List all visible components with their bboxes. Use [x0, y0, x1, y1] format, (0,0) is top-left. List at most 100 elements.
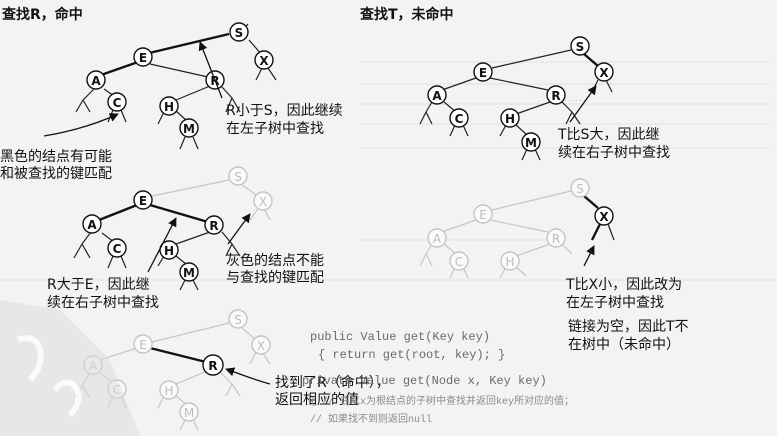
svg-text:R: R: [552, 232, 560, 246]
node-E: E: [133, 190, 153, 210]
svg-text:A: A: [91, 74, 101, 88]
node-M: M: [521, 132, 541, 152]
svg-text:M: M: [183, 266, 195, 280]
node-H-grey: H: [500, 251, 520, 271]
svg-text:S: S: [576, 40, 585, 54]
svg-text:C: C: [455, 255, 463, 269]
svg-text:C: C: [455, 112, 464, 126]
right-title: 查找T，未命中: [360, 7, 454, 23]
code-line-5: // 如果找不到则返回null: [310, 415, 433, 426]
node-C: C: [449, 108, 469, 128]
svg-text:H: H: [164, 244, 174, 258]
svg-text:H: H: [505, 112, 515, 126]
svg-text:S: S: [234, 170, 242, 184]
annotation-r-less-than-s: R小于S，因此继续: [226, 103, 343, 119]
node-S-grey: S: [570, 178, 590, 198]
node-A: A: [427, 85, 447, 105]
svg-text:E: E: [139, 51, 147, 65]
node-A: A: [86, 70, 106, 90]
annotation-search-left: 在左子树中查找: [226, 121, 324, 137]
svg-text:A: A: [87, 218, 97, 232]
code-line-2: { return get(root, key); }: [318, 348, 506, 362]
annotation-grey-nodes: 灰色的结点不能: [226, 253, 324, 269]
annotation-found-r: 找到了R（命中），: [275, 375, 390, 391]
svg-text:A: A: [433, 232, 442, 246]
svg-text:E: E: [139, 194, 147, 208]
node-X: X: [594, 206, 614, 226]
svg-text:H: H: [164, 384, 173, 398]
node-R-found: R: [202, 354, 224, 376]
node-A: A: [82, 214, 102, 234]
node-M: M: [179, 118, 199, 138]
background-scan-lines: [0, 61, 777, 281]
node-R: R: [546, 85, 566, 105]
svg-text:E: E: [479, 208, 487, 222]
svg-text:S: S: [234, 313, 242, 327]
node-M-grey: M: [179, 402, 199, 422]
svg-text:M: M: [184, 406, 194, 420]
svg-text:C: C: [113, 242, 122, 256]
code-line-4: { // 在以x为根结点的子树中查找并返回key所对应的值；: [310, 397, 575, 408]
svg-text:R: R: [209, 219, 218, 233]
annotation-r-greater-than-e: R大于E，因此继: [47, 277, 150, 293]
annotation-black-nodes: 黑色的结点有可能: [0, 149, 112, 165]
node-H: H: [159, 96, 179, 116]
svg-text:S: S: [235, 26, 244, 40]
svg-text:M: M: [183, 122, 195, 136]
annotation-search-right-subtree: 续在右子树中查找: [558, 145, 670, 161]
svg-text:H: H: [164, 100, 174, 114]
node-R-grey: R: [546, 228, 566, 248]
right-tree-2: S E X A R C H: [419, 178, 615, 279]
node-X: X: [254, 50, 274, 70]
left-tree-2: S E X A R C H M: [73, 166, 273, 291]
node-S: S: [229, 22, 249, 42]
svg-text:H: H: [505, 255, 514, 269]
annotation-return-value: 返回相应的值: [275, 392, 359, 408]
node-E: E: [473, 62, 493, 82]
svg-text:M: M: [525, 136, 537, 150]
node-X-grey: X: [251, 335, 271, 355]
node-C: C: [107, 92, 127, 112]
left-title: 查找R，命中: [2, 7, 83, 23]
annotation-null-link: 链接为空，因此T不: [568, 319, 689, 335]
node-C: C: [107, 238, 127, 258]
node-S: S: [570, 36, 590, 56]
svg-text:E: E: [479, 66, 487, 80]
annotation-t-greater-than-s: T比S大，因此继: [558, 127, 660, 143]
node-H-grey: H: [159, 380, 179, 400]
right-tree-1: S E X A R C H M: [419, 36, 614, 161]
node-H: H: [500, 108, 520, 128]
svg-text:X: X: [259, 195, 267, 209]
annotation-search-right: 续在右子树中查找: [47, 295, 159, 311]
node-E-grey: E: [473, 204, 493, 224]
code-line-1: public Value get(Key key): [310, 330, 491, 344]
node-C-grey: C: [449, 251, 469, 271]
node-R: R: [204, 215, 224, 235]
svg-text:S: S: [576, 182, 584, 196]
node-E: E: [133, 47, 153, 67]
left-tree-1: S E X A R C H M: [43, 22, 277, 150]
svg-text:X: X: [599, 210, 609, 224]
svg-text:X: X: [599, 66, 609, 80]
node-E-grey: E: [133, 334, 153, 354]
annotation-search-left-subtree: 在左子树中查找: [566, 295, 664, 311]
svg-text:R: R: [551, 89, 560, 103]
svg-text:C: C: [113, 96, 122, 110]
node-A-grey: A: [427, 228, 447, 248]
node-X: X: [594, 62, 614, 82]
annotation-may-match: 和被查找的键匹配: [0, 166, 112, 182]
annotation-not-in-tree: 在树中（未命中）: [568, 337, 680, 353]
svg-text:R: R: [208, 359, 217, 373]
code-line-3: private Value get(Node x, Key key): [302, 374, 547, 388]
node-M: M: [179, 262, 199, 282]
svg-text:X: X: [257, 339, 265, 353]
svg-text:X: X: [259, 54, 269, 68]
watermark-decoration: [0, 300, 140, 436]
annotation-t-less-than-x: T比X小，因此改为: [566, 277, 683, 293]
svg-text:A: A: [432, 89, 442, 103]
svg-text:E: E: [139, 338, 147, 352]
node-S-grey: S: [228, 166, 248, 186]
annotation-cannot-match: 与查找的键匹配: [226, 270, 324, 286]
node-X-grey: X: [253, 191, 273, 211]
node-S-grey: S: [228, 309, 248, 329]
